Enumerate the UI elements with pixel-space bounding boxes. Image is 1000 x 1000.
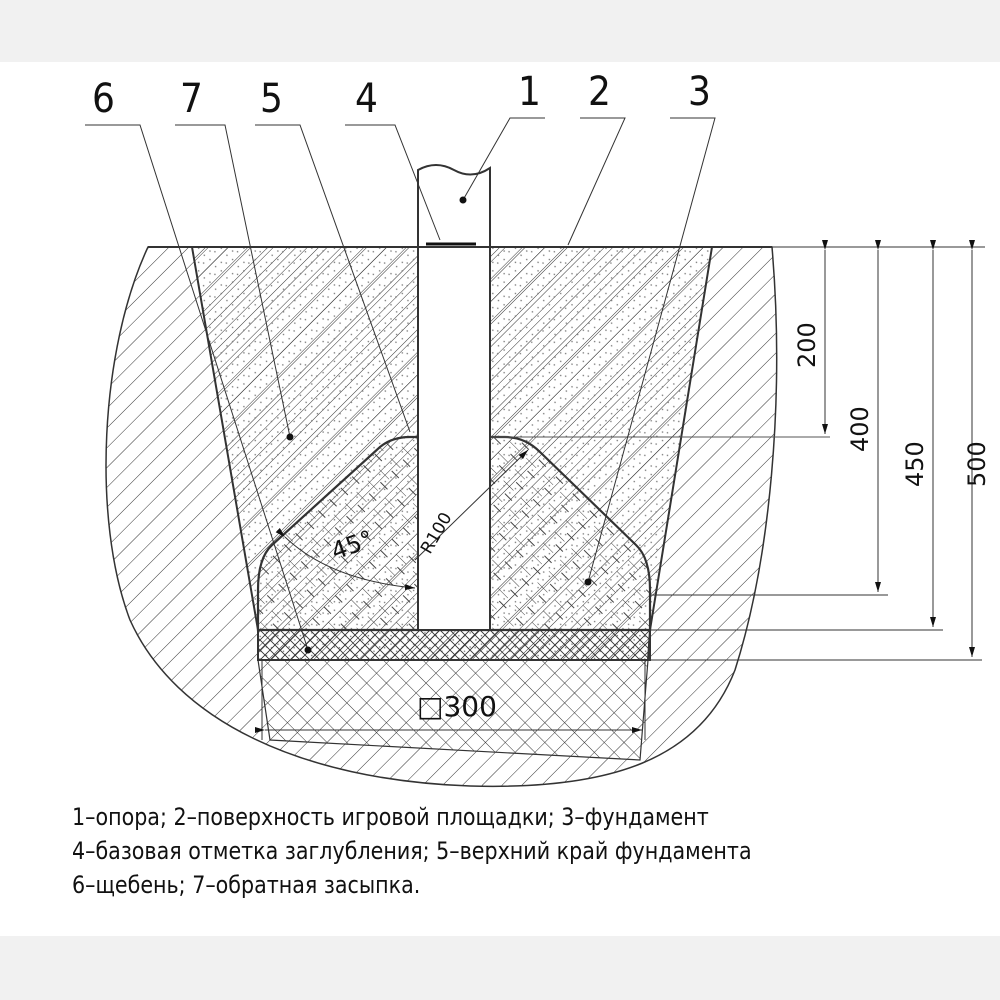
callout-6: 6	[92, 76, 115, 122]
callout-3: 3	[688, 69, 711, 115]
callout-7: 7	[180, 76, 203, 122]
dimension-lines	[255, 240, 985, 740]
legend: 1–опора; 2–поверхность игровой площадки;…	[72, 800, 752, 902]
callout-4: 4	[355, 76, 378, 122]
gravel-6	[257, 629, 651, 661]
legend-line-2: 4–базовая отметка заглубления; 5–верхний…	[72, 837, 752, 865]
dimension-width-300: □300	[417, 690, 497, 723]
bottom-margin-band	[0, 936, 1000, 1000]
legend-line-1: 1–опора; 2–поверхность игровой площадки;…	[72, 803, 709, 831]
dimension-400: 400	[846, 406, 874, 452]
callout-leaders	[85, 117, 716, 651]
post-1	[417, 164, 491, 631]
callout-2: 2	[588, 69, 611, 115]
dimension-500: 500	[963, 441, 991, 487]
callout-5: 5	[260, 76, 283, 122]
legend-line-3: 6–щебень; 7–обратная засыпка.	[72, 871, 421, 899]
callout-1: 1	[518, 69, 541, 115]
callout-dots	[286, 196, 592, 654]
top-margin-band	[0, 0, 1000, 62]
dimension-200: 200	[793, 322, 821, 368]
dimension-450: 450	[901, 441, 929, 487]
